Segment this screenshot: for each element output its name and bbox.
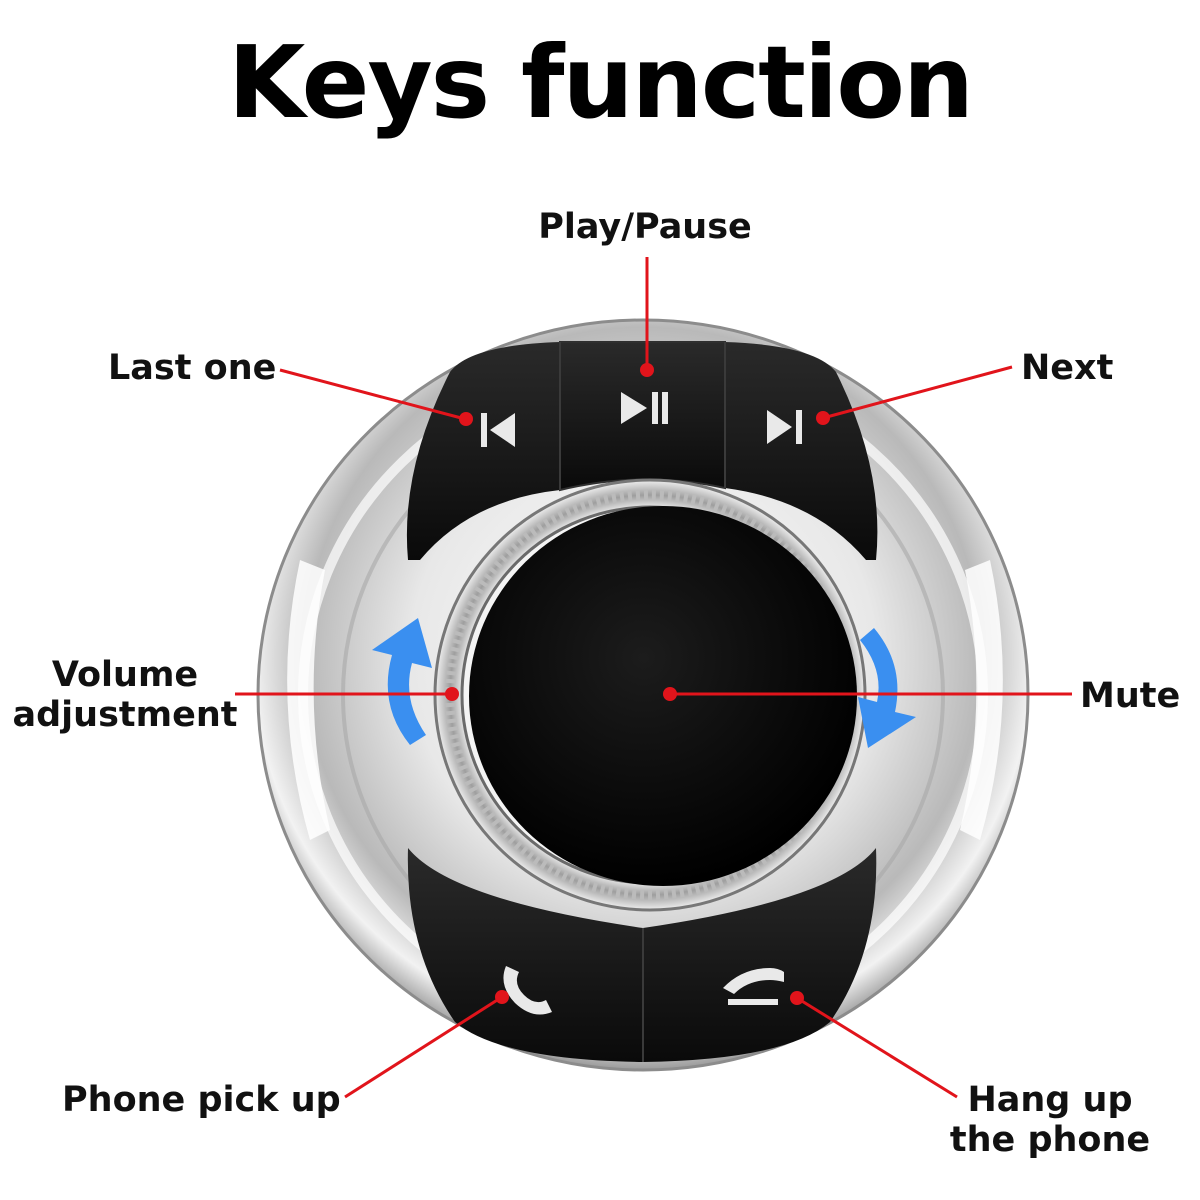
mute-button[interactable] <box>469 506 857 886</box>
label-volume-line2: adjustment <box>12 695 238 735</box>
label-last-one: Last one <box>108 348 277 388</box>
label-mute: Mute <box>1080 676 1181 716</box>
volume-rotate-arrow-icon <box>372 618 916 748</box>
previous-track-icon <box>481 413 515 447</box>
phone-pickup-button[interactable] <box>407 848 643 1062</box>
page-title: Keys function <box>227 24 974 141</box>
leader-dots <box>445 363 830 1005</box>
label-hang-up-line2: the phone <box>949 1120 1151 1160</box>
previous-button[interactable] <box>406 342 560 560</box>
label-next: Next <box>1021 348 1114 388</box>
bottom-button-cluster <box>407 848 877 1062</box>
next-button[interactable] <box>725 342 878 560</box>
play-pause-button[interactable] <box>559 341 726 492</box>
volume-knob[interactable] <box>433 478 867 912</box>
play-pause-icon <box>621 392 668 424</box>
leader-lines <box>235 257 1072 1099</box>
label-volume-line1: Volume <box>51 655 199 695</box>
label-play-pause: Play/Pause <box>538 207 752 247</box>
next-track-icon <box>767 410 802 444</box>
label-phone-pick-up: Phone pick up <box>62 1080 341 1120</box>
phone-hangup-icon <box>723 968 784 1005</box>
phone-hangup-button[interactable] <box>643 848 877 1062</box>
phone-pickup-icon <box>503 966 552 1015</box>
label-hang-up-line1: Hang up <box>967 1080 1133 1120</box>
